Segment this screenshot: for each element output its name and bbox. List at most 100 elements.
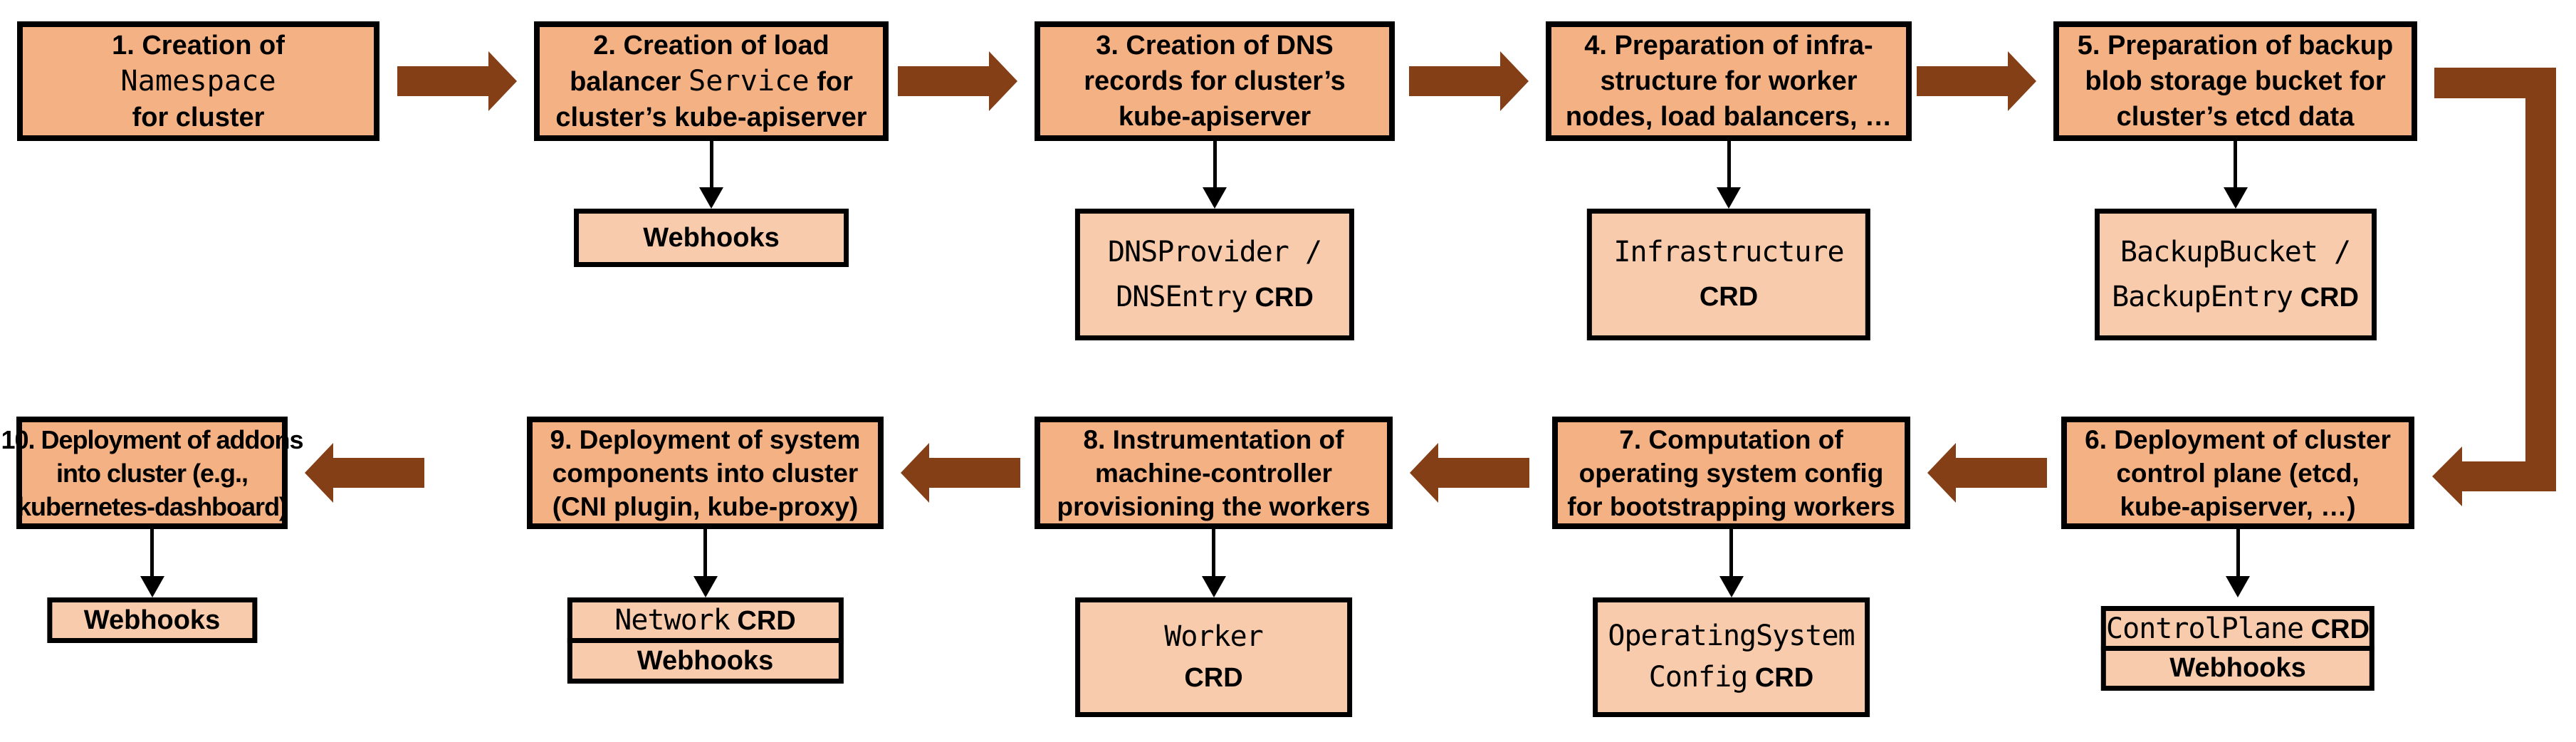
text-line: CRD [1700,275,1758,319]
text-line: components into cluster [553,456,859,490]
text-line: Network CRD [614,604,795,637]
label-text: 1. Creation of [112,30,285,61]
label-text: Webhooks [637,645,774,676]
connector-arrow-down-icon [693,529,718,597]
label-text: kube-apiserver, …) [2120,491,2356,521]
connector-arrow-down-icon [140,529,165,597]
step-5-extension-boxes: BackupBucket /BackupEntry CRD [2094,209,2377,340]
text-line: 1. Creation of [112,28,285,63]
text-line: cluster’s kube-apiserver [555,100,866,135]
connector-line [1727,141,1731,187]
label-text: CRD [1247,282,1314,313]
code-text: BackupEntry [2112,280,2293,313]
step-10-sub-box: Webhooks [46,597,258,643]
label-text: 4. Preparation of infra- [1584,31,1873,61]
flow-arrow-left-icon [305,443,424,503]
label-text: CRD [729,606,796,636]
flow-arrow-left-icon [901,443,1020,503]
text-line: cluster’s etcd data [2117,99,2355,135]
flow-arrow-right-icon [1917,51,2036,111]
flow-arrow-left-icon [1927,443,2047,503]
label-text: CRD [1184,662,1243,693]
connector-line [1213,141,1217,187]
label-text: balancer [570,66,688,97]
text-line: Namespace [120,63,276,100]
label-text: control plane (etcd, [2116,458,2360,488]
text-line: kubernetes-dashboard) [17,490,288,523]
text-line: into cluster (e.g., [56,456,248,490]
elbow-arrow-vertical-segment [2525,68,2556,491]
label-text: cluster’s kube-apiserver [555,102,867,132]
text-line: ControlPlane CRD [2106,612,2370,645]
label-text: kube-apiserver [1118,102,1311,132]
text-line: blob storage bucket for [2085,63,2385,99]
connector-arrow-down-icon [1719,529,1744,597]
label-text: for cluster [132,102,265,132]
elbow-arrow-bottom-segment [2462,461,2556,491]
step-2-extension-boxes: Webhooks [574,209,849,267]
code-text: Network [614,604,731,637]
text-line: Webhooks [643,223,779,254]
text-line: kube-apiserver, …) [2120,490,2355,523]
step-10-extension-boxes: Webhooks [46,597,258,643]
connector-arrowhead [1719,576,1744,597]
step-3-sub-box: DNSProvider /DNSEntry CRD [1074,209,1355,340]
text-line: Infrastructure [1613,230,1844,275]
connector-arrow-down-icon [1202,141,1227,209]
label-text: 2. Creation of load [593,30,829,61]
text-line: provisioning the workers [1057,490,1371,523]
label-text: provisioning the workers [1057,491,1371,521]
text-line: Worker [1164,617,1263,658]
label-text: CRD [2293,282,2359,313]
text-line: for bootstrapping workers [1567,490,1895,523]
label-text: into cluster (e.g., [56,458,248,488]
connector-line [1212,529,1215,576]
text-line: 5. Preparation of backup [2078,28,2393,63]
step-6-sub-box: ControlPlane CRD [2100,606,2375,651]
label-text: CRD [1699,282,1759,312]
connector-arrowhead [1717,187,1741,209]
connector-arrowhead [693,576,718,597]
connector-arrowhead [1203,187,1227,209]
connector-line [709,141,713,187]
connector-line [703,529,707,576]
label-text: Webhooks [83,605,221,635]
label-text: nodes, load balancers, … [1565,102,1892,132]
connector-arrow-down-icon [2225,529,2251,597]
label-text: CRD [1747,663,1814,693]
text-line: DNSProvider / [1108,230,1322,275]
text-line: BackupEntry CRD [2112,275,2359,320]
label-text: 10. Deployment of addons [1,424,303,454]
step-9-extension-boxes: Network CRD Webhooks [567,597,844,684]
connector-arrowhead [2223,187,2248,209]
step-4-column: 4. Preparation of infra-structure for wo… [1546,0,1912,742]
text-line: kube-apiserver [1119,99,1311,135]
connector-arrow-down-icon [2223,141,2248,209]
connector-arrowhead [2226,576,2250,597]
text-line: control plane (etcd, [2116,456,2359,490]
code-text: Namespace [120,64,276,98]
text-line: (CNI plugin, kube-proxy) [553,490,859,523]
text-line: 6. Deployment of cluster [2085,423,2391,456]
flow-arrow-left-icon [1410,443,1529,503]
label-text: records for cluster’s [1084,66,1346,96]
connector-line [1729,529,1733,576]
label-text: operating system config [1578,458,1884,488]
label-text: for [809,66,853,97]
elbow-arrow-head [2432,446,2462,506]
label-text: 8. Instrumentation of [1083,424,1344,454]
connector-line [2236,529,2240,576]
step-3-extension-boxes: DNSProvider /DNSEntry CRD [1074,209,1355,340]
text-line: DNSEntry CRD [1116,275,1314,320]
